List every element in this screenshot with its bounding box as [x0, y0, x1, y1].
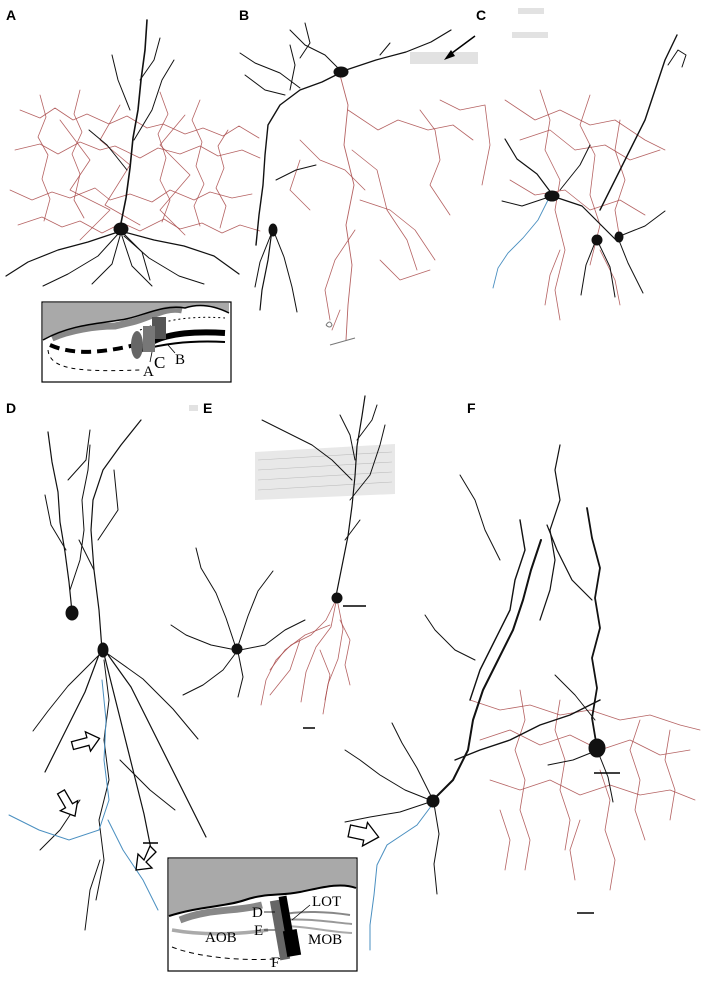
- panel-f-blue-axon: [369, 804, 433, 951]
- panel-b-scalebar: [329, 337, 356, 346]
- inset-top-leader-b: [167, 344, 176, 354]
- panel-d-blue-axon-2: [107, 819, 159, 911]
- panel-b-red-axon: [289, 74, 491, 341]
- inset-bottom-surface-line: [168, 884, 357, 917]
- panel-e-gray-patch-small: [189, 405, 198, 411]
- panel-a-red-axon: [9, 89, 261, 241]
- inset-top-thin-dashed: [47, 349, 141, 372]
- panel-e: E: [170, 395, 395, 729]
- inset-bottom-box-d: [278, 895, 294, 937]
- panel-b: B: [239, 7, 491, 346]
- inset-bottom-label-e: E: [254, 923, 263, 939]
- panel-b-squiggle: [325, 321, 333, 328]
- panel-c-dendrites: [501, 34, 687, 298]
- panel-a-dendrites: [5, 19, 240, 287]
- panel-c: C: [476, 7, 687, 321]
- panel-d-open-arrow-3: [135, 844, 157, 871]
- panel-e-gray-band: [255, 444, 395, 500]
- panel-c-gray-patch-1: [518, 8, 544, 14]
- panel-e-soma-left: [231, 643, 243, 655]
- inset-bottom-leader-lot: [291, 904, 311, 921]
- panel-f-soma-right: [588, 738, 606, 758]
- panel-d-soma-lower: [97, 642, 109, 658]
- inset-top-leader-c: [149, 351, 153, 363]
- panel-b-soma-lower: [268, 223, 278, 237]
- panel-f-red-axon: [469, 689, 701, 891]
- panel-label-e: E: [203, 400, 212, 416]
- panel-d-open-arrow-1: [70, 730, 101, 753]
- panel-d: D: [6, 400, 207, 931]
- inset-bottom-gray-curve: [171, 928, 269, 936]
- inset-top-box-b: [152, 317, 166, 339]
- panel-e-red-axon: [260, 599, 351, 715]
- panel-b-gray-patch: [410, 52, 478, 64]
- panel-label-a: A: [6, 7, 16, 23]
- inset-top-box-c: [143, 326, 155, 352]
- panel-c-red-axon: [504, 89, 666, 321]
- panel-d-blue-axon-1: [8, 679, 110, 841]
- panel-label-d: D: [6, 400, 16, 416]
- panel-b-dendrites: [239, 22, 452, 313]
- panel-b-arrow: [444, 35, 476, 60]
- inset-bottom-gray-band: [178, 901, 263, 924]
- inset-top-thick-dashed: [49, 343, 136, 354]
- panel-f-soma-left: [426, 794, 440, 808]
- panel-e-dendrites: [170, 395, 386, 698]
- inset-top-box-a: [131, 331, 143, 359]
- panel-e-band-hatch: [257, 451, 393, 491]
- inset-top-label-a: A: [143, 364, 154, 380]
- panel-f: F: [344, 400, 701, 951]
- inset-bottom-label-f: F: [271, 955, 279, 971]
- inset-bottom-label-mob: MOB: [308, 932, 342, 948]
- inset-bottom-dashed: [171, 946, 286, 961]
- panel-c-soma-2: [591, 234, 603, 246]
- inset-bottom-gray-region: [169, 859, 356, 916]
- inset-top-gray-region: [43, 303, 229, 340]
- panel-c-blue-axon: [492, 199, 549, 289]
- panel-f-dendrites: [344, 444, 614, 895]
- panel-a: A: [5, 7, 261, 287]
- inset-bottom-box-e: [269, 899, 291, 961]
- panel-b-soma-upper: [333, 66, 349, 78]
- panel-e-soma-right: [331, 592, 343, 604]
- inset-bottom-box-f: [282, 928, 302, 958]
- panel-label-b: B: [239, 7, 249, 23]
- inset-top-surface-line: [42, 304, 230, 341]
- inset-top-label-c: C: [154, 353, 165, 372]
- panel-a-soma: [113, 222, 129, 236]
- panel-label-f: F: [467, 400, 476, 416]
- panel-label-c: C: [476, 7, 486, 23]
- panel-d-dendrites: [32, 419, 207, 931]
- inset-bottom-label-lot: LOT: [312, 894, 341, 910]
- inset-top-label-b: B: [175, 352, 185, 368]
- inset-bottom: LOT AOB MOB D E F: [167, 857, 358, 972]
- panel-c-gray-patch-2: [512, 32, 548, 38]
- panel-f-open-arrow: [347, 820, 380, 848]
- inset-top-gray-band: [50, 305, 183, 342]
- panel-d-soma-upper: [65, 605, 79, 621]
- panel-c-soma-3: [614, 231, 624, 243]
- inset-bottom-label-d: D: [252, 905, 263, 921]
- panel-d-open-arrow-2: [56, 788, 79, 818]
- inset-top: A C B: [41, 301, 232, 383]
- panel-c-soma-1: [544, 190, 560, 202]
- inset-bottom-label-aob: AOB: [205, 930, 237, 946]
